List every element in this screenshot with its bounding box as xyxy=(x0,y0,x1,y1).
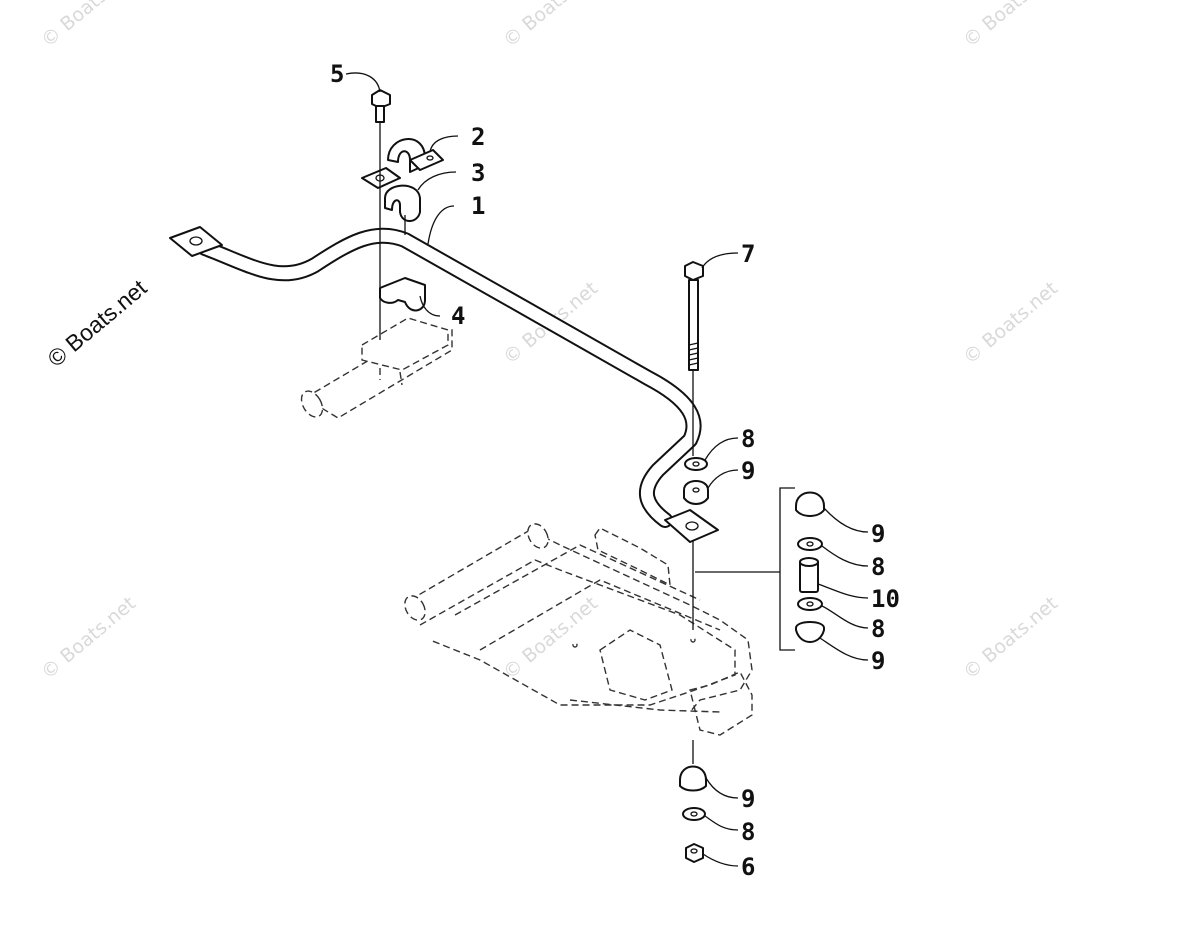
callout-2: 2 xyxy=(471,123,485,151)
callout-4: 4 xyxy=(451,302,465,330)
bolt-5 xyxy=(371,89,391,123)
leader-lines xyxy=(345,72,869,867)
clamp-bracket xyxy=(361,138,444,189)
callout-8: 8 xyxy=(871,553,885,581)
watermark: © Boats.net xyxy=(37,0,140,52)
watermark: © Boats.net xyxy=(37,592,140,683)
callout-6: 6 xyxy=(741,853,755,881)
callout-3: 3 xyxy=(471,159,485,187)
watermark: © Boats.net xyxy=(499,592,602,683)
callout-8: 8 xyxy=(871,615,885,643)
watermark: © Boats.net xyxy=(959,0,1062,52)
callout-5: 5 xyxy=(330,60,344,88)
callout-10: 10 xyxy=(871,585,900,613)
grommet-lower xyxy=(679,765,707,792)
callout-7: 7 xyxy=(741,240,755,268)
hardware-stack xyxy=(795,491,825,643)
watermarks: © Boats.net © Boats.net © Boats.net © Bo… xyxy=(37,0,1062,684)
callout-9: 9 xyxy=(741,785,755,813)
nut-6 xyxy=(685,843,704,863)
callout-1: 1 xyxy=(471,192,485,220)
watermark: © Boats.net xyxy=(499,0,602,52)
callout-8: 8 xyxy=(741,425,755,453)
bolt-7 xyxy=(684,261,704,371)
callout-8: 8 xyxy=(741,818,755,846)
lower-bushing xyxy=(379,277,426,312)
frame-mount-outline xyxy=(300,317,453,419)
grommet-upper xyxy=(683,480,709,505)
washer-lower xyxy=(682,807,706,821)
callout-9: 9 xyxy=(871,520,885,548)
assembly-lines xyxy=(379,122,694,764)
callout-9: 9 xyxy=(871,647,885,675)
upper-bushing xyxy=(384,184,421,222)
side-watermark: © Boats.net xyxy=(43,274,152,372)
callout-labels: 5 2 3 1 4 7 8 9 9 8 10 8 9 9 8 6 xyxy=(330,60,900,881)
swing-arm-outline xyxy=(404,523,753,736)
washer-upper xyxy=(684,457,708,471)
watermark: © Boats.net xyxy=(959,277,1062,368)
stabilizer-bar xyxy=(169,226,719,543)
stack-bracket xyxy=(695,487,795,651)
watermark: © Boats.net xyxy=(959,592,1062,683)
callout-9: 9 xyxy=(741,457,755,485)
